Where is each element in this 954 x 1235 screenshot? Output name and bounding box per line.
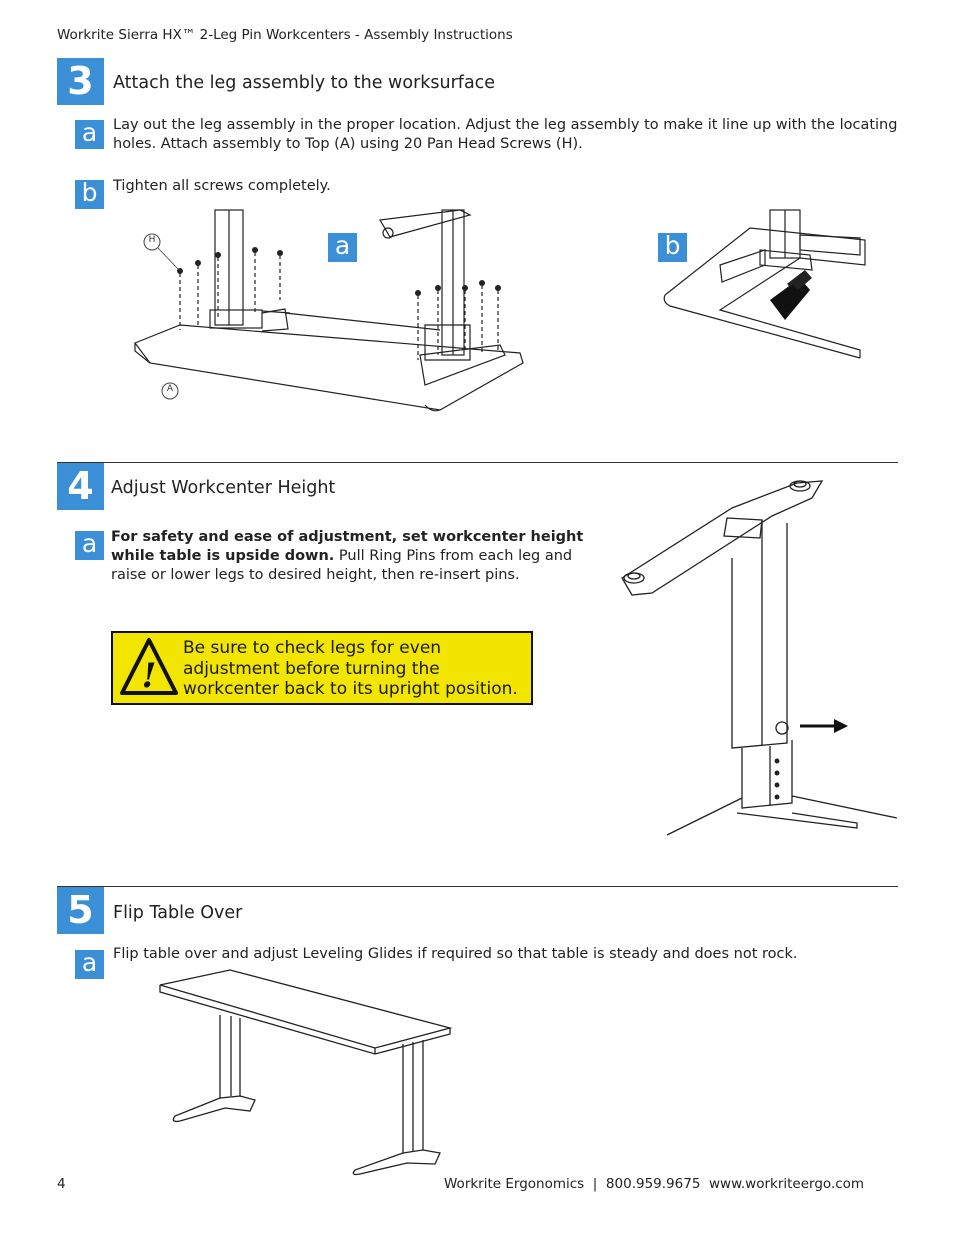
warning-triangle-icon: !	[120, 638, 178, 696]
step-5-divider	[57, 886, 898, 887]
figure-3a-label: a	[328, 233, 357, 262]
tighten-screws-illustration	[663, 209, 866, 359]
callout-a: A	[166, 384, 174, 394]
step-3b-badge: b	[75, 180, 104, 209]
figure-3b-label: b	[658, 233, 687, 262]
step-3a-badge: a	[75, 120, 104, 149]
leg-height-illustration	[621, 480, 898, 836]
step-3-number: 3	[57, 58, 104, 105]
step-4-number: 4	[57, 463, 104, 510]
step-4a-badge: a	[75, 531, 104, 560]
step-3a-text: Lay out the leg assembly in the proper l…	[113, 117, 898, 152]
step-4a-text: For safety and ease of adjustment, set w…	[111, 528, 596, 585]
svg-text:!: !	[142, 656, 157, 696]
step-3b-text: Tighten all screws completely.	[113, 178, 331, 194]
step-5-number: 5	[57, 887, 104, 934]
footer-company-info: Workrite Ergonomics | 800.959.9675 www.w…	[444, 1176, 865, 1192]
step-4-divider	[57, 462, 898, 463]
step-5-title: Flip Table Over	[113, 903, 243, 923]
leg-assembly-illustration	[134, 209, 524, 412]
step-4a-plain-text: Pull Ring Pins from each leg and raise o…	[111, 548, 573, 583]
step-3-title: Attach the leg assembly to the worksurfa…	[113, 73, 496, 93]
step-4a-bold-text: For safety and ease of adjustment, set w…	[111, 529, 584, 564]
callout-h: H	[148, 235, 156, 245]
page-number: 4	[57, 1176, 66, 1192]
step-4-title: Adjust Workcenter Height	[111, 478, 336, 498]
document-header: Workrite Sierra HX™ 2-Leg Pin Workcenter…	[57, 27, 513, 43]
upright-table-illustration	[159, 969, 453, 1176]
step-5a-text: Flip table over and adjust Leveling Glid…	[113, 946, 798, 962]
warning-text: Be sure to check legs for even adjustmen…	[183, 638, 518, 699]
warning-box: ! Be sure to check legs for even adjustm…	[111, 631, 533, 705]
step-5a-badge: a	[75, 950, 104, 979]
